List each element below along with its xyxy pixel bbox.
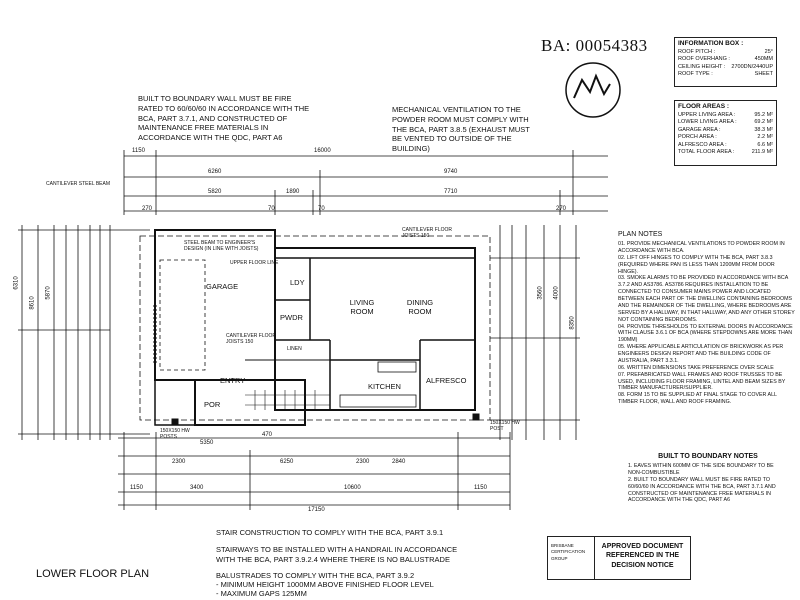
dim-bottom-g: 2300 xyxy=(172,459,186,465)
steel-beam-label: STEEL BEAM TO ENGINEER'S DESIGN (IN LINE… xyxy=(184,240,259,252)
dim-right-a: 3560 xyxy=(537,286,544,300)
cantilever-joists-mid-label: CANTILEVER FLOOR JOISTS 150 xyxy=(226,333,277,345)
dim-top-d: 70 xyxy=(268,206,275,212)
area-row: PORCH AREA :2.2 m² xyxy=(678,134,773,141)
boundary-notes: BUILT TO BOUNDARY NOTES 1. EAVES WITHIN … xyxy=(628,452,788,504)
approval-text: APPROVED DOCUMENT REFERENCED IN THE DECI… xyxy=(601,543,684,569)
room-laundry: LDY xyxy=(290,278,305,287)
info-row: ROOF PITCH :25° xyxy=(678,49,773,55)
plan-note-item: 04. PROVIDE THRESHOLDS TO EXTERNAL DOORS… xyxy=(618,323,793,344)
dim-top-left-offset: 1150 xyxy=(132,148,145,154)
mechanical-ventilation-note: MECHANICAL VENTILATION TO THE POWDER ROO… xyxy=(392,105,530,153)
boundary-notes-title: BUILT TO BOUNDARY NOTES xyxy=(658,453,758,460)
cantilever-joists-top-label: CANTILEVER FLOOR JOISTS 150 xyxy=(402,227,453,239)
posts-right-label: 150x150 HW POST xyxy=(490,420,520,432)
dim-top-e: 1890 xyxy=(286,189,300,195)
room-garage: GARAGE xyxy=(206,282,239,291)
dim-bottom-d: 1150 xyxy=(474,485,487,491)
room-porch: POR xyxy=(204,400,221,409)
stairways-note: STAIRWAYS TO BE INSTALLED WITH A HANDRAI… xyxy=(216,545,458,564)
info-row: CEILING HEIGHT :2700DN/2440UP xyxy=(678,63,773,70)
info-row: ROOF TYPE :SHEET xyxy=(678,71,773,78)
area-row: TOTAL FLOOR AREA :211.9 m² xyxy=(678,149,773,156)
area-row: UPPER LIVING AREA :95.2 m² xyxy=(678,112,773,118)
dim-bottom-f: 470 xyxy=(262,432,273,438)
plan-note-item: 07. PREFABRICATED WALL FRAMES AND ROOF T… xyxy=(618,371,786,392)
boundary-wall-note: BUILT TO BOUNDARY WALL MUST BE FIRE RATE… xyxy=(138,94,310,142)
dim-bottom-e: 5350 xyxy=(200,440,214,446)
info-row: ROOF OVERHANG :450mm xyxy=(678,56,773,63)
balustrades-note-2: - MAXIMUM GAPS 125mm xyxy=(216,589,307,598)
cantilever-beam-label: CANTILEVER STEEL BEAM xyxy=(46,181,110,187)
dim-bottom-j: 2840 xyxy=(392,459,406,465)
plan-notes-title: PLAN NOTES xyxy=(618,231,663,238)
dim-top-i: 270 xyxy=(556,206,567,212)
dim-left-b: 5870 xyxy=(45,286,52,300)
dim-top-g: 7710 xyxy=(444,189,458,195)
room-entry: ENTRY xyxy=(220,376,246,385)
dim-left-a: 8610 xyxy=(29,296,36,310)
certifier-name: BRISBANE CERTIFICATION GROUP xyxy=(548,537,595,579)
posts-left-label: 150x150 HW POSTS xyxy=(160,428,190,440)
plan-note-item: 01. PROVIDE MECHANICAL VENTILATIONS TO P… xyxy=(618,241,785,254)
room-dining: DINING ROOM xyxy=(406,298,434,316)
plan-note-item: 08. FORM 15 TO BE SUPPLIED AT FINAL STAG… xyxy=(618,392,777,406)
approval-stamp: BRISBANE CERTIFICATION GROUP APPROVED DO… xyxy=(547,536,691,580)
drawing-title: LOWER FLOOR PLAN xyxy=(36,568,150,580)
house-logo xyxy=(560,60,626,120)
dim-top-a: 6260 xyxy=(208,169,222,175)
plan-note-item: 06. WRITTEN DIMENSIONS TAKE PREFERENCE O… xyxy=(618,364,774,371)
ba-number: BA: 00054383 xyxy=(541,36,648,55)
dim-top-b: 9740 xyxy=(444,169,458,175)
room-powder: PWDR xyxy=(280,313,303,322)
dim-left-overall: 6310 xyxy=(13,276,20,290)
plan-notes: PLAN NOTES 01. PROVIDE MECHANICAL VENTIL… xyxy=(618,230,796,406)
upper-floor-line-label: UPPER FLOOR LINE xyxy=(230,260,279,266)
dim-bottom-a: 1150 xyxy=(130,485,143,491)
room-living: LIVING ROOM xyxy=(349,298,375,316)
room-linen: LINEN xyxy=(287,346,302,352)
area-row: ALFRESCO AREA :6.6 m² xyxy=(678,141,773,148)
information-box: INFORMATION BOX : ROOF PITCH :25° ROOF O… xyxy=(674,37,777,87)
area-row: LOWER LIVING AREA :69.2 m² xyxy=(678,119,773,126)
boundary-note-item: 2. BUILT TO BOUNDARY WALL MUST BE FIRE R… xyxy=(628,476,776,504)
area-row: GARAGE AREA :38.3 m² xyxy=(678,126,773,133)
plan-note-item: 03. SMOKE ALARMS TO BE PROVIDED IN ACCOR… xyxy=(618,275,795,323)
plan-note-item: 05. WHERE APPLICABLE ARTICULATION OF BRI… xyxy=(618,344,784,364)
dim-bottom-overall: 17150 xyxy=(308,507,325,513)
dim-top-f: 70 xyxy=(318,206,325,212)
dim-top-c: 5820 xyxy=(208,189,222,195)
balustrades-note-1: - MINIMUM HEIGHT 1000mm ABOVE FINISHED F… xyxy=(216,580,434,589)
floor-areas-title: FLOOR AREAS : xyxy=(678,103,730,110)
stair-note: STAIR CONSTRUCTION TO COMPLY WITH THE BC… xyxy=(216,528,444,537)
dim-bottom-b: 3400 xyxy=(190,485,204,491)
plan-note-item: 02. LIFT OFF HINGES TO COMPLY WITH THE B… xyxy=(618,254,775,275)
boundary-note-item: 1. EAVES WITHIN 600mm OF THE SIDE BOUNDA… xyxy=(628,463,774,476)
dim-bottom-i: 2300 xyxy=(356,459,370,465)
information-box-title: INFORMATION BOX : xyxy=(678,40,744,47)
dim-right-overall: 8350 xyxy=(569,316,576,330)
dim-top-overall: 16000 xyxy=(314,148,331,154)
floor-areas-box: FLOOR AREAS : UPPER LIVING AREA :95.2 m²… xyxy=(674,100,777,166)
balustrades-note-title: BALUSTRADES TO COMPLY WITH THE BCA, PART… xyxy=(216,571,415,580)
dim-bottom-h: 6250 xyxy=(280,459,294,465)
dim-bottom-c: 10600 xyxy=(344,485,361,491)
room-kitchen: KITCHEN xyxy=(368,382,401,391)
dim-right-b: 4000 xyxy=(553,286,560,300)
dim-top-h: 270 xyxy=(142,206,153,212)
room-alfresco: ALFRESCO xyxy=(426,376,467,385)
